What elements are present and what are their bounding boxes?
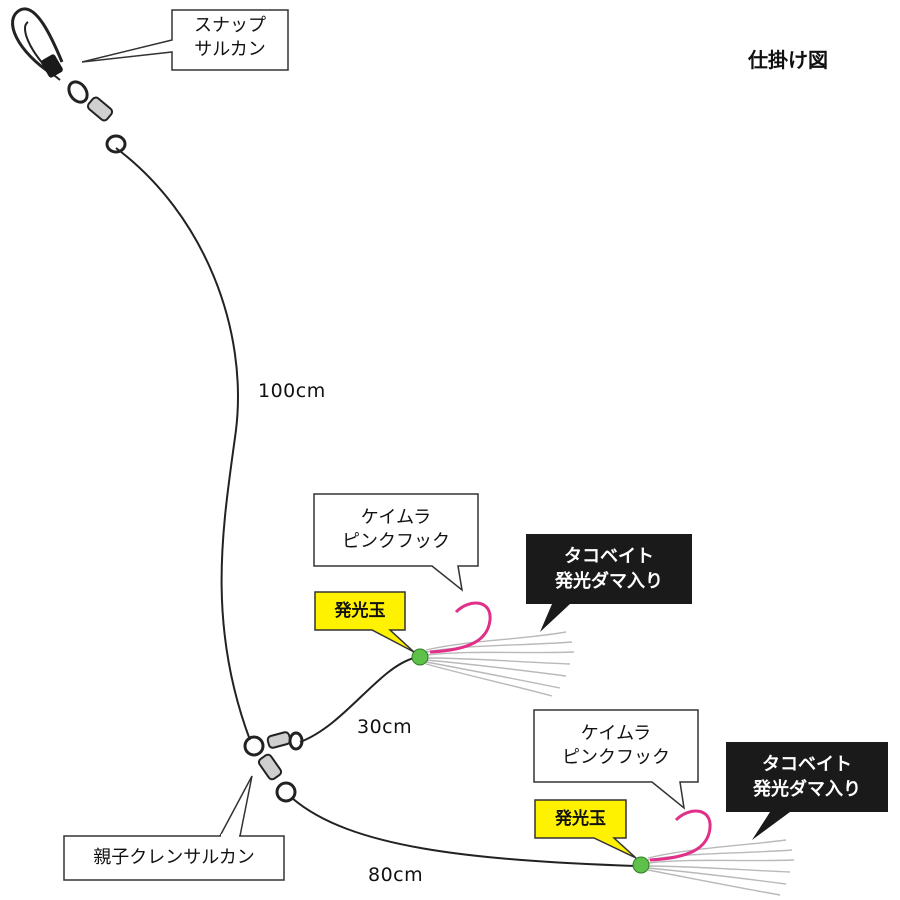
label-hook-lower: ケイムラ ピンクフック xyxy=(538,722,694,770)
label-snap-swivel-line2: サルカン xyxy=(194,39,266,60)
label-snap-swivel: スナップ サルカン xyxy=(176,14,284,62)
length-lower-branch: 80cm xyxy=(368,864,424,886)
callout-snap-swivel-box xyxy=(81,9,289,71)
lower-branch-line xyxy=(291,797,636,867)
label-bait-lower: タコベイト 発光ダマ入り xyxy=(728,752,886,802)
label-bait-upper-line1: タコベイト xyxy=(564,546,654,567)
callout-bait-upper-box xyxy=(526,534,692,632)
label-bait-upper-line2: 発光ダマ入り xyxy=(555,571,663,592)
main-line xyxy=(115,147,251,741)
callout-glow-upper-box xyxy=(314,591,415,653)
label-three-way-swivel: 親子クレンサルカン xyxy=(93,847,255,868)
lower-lure xyxy=(632,809,795,896)
upper-branch-line xyxy=(299,657,415,743)
label-hook-upper-line2: ピンクフック xyxy=(342,531,450,552)
callout-hook-lower-box xyxy=(533,709,699,810)
diagram-title: 仕掛け図 xyxy=(748,48,828,72)
three-way-swivel xyxy=(243,731,304,803)
length-upper-branch: 30cm xyxy=(357,716,413,738)
callout-bait-lower-box xyxy=(726,742,888,840)
label-hook-upper-line1: ケイムラ xyxy=(360,507,432,528)
label-hook-upper: ケイムラ ピンクフック xyxy=(318,506,474,554)
label-hook-lower-line1: ケイムラ xyxy=(580,723,652,744)
callout-glow-lower-box xyxy=(534,799,637,859)
snap-swivel xyxy=(11,7,127,154)
label-glow-lower: 発光玉 xyxy=(555,809,606,829)
label-bait-lower-line1: タコベイト xyxy=(762,754,852,775)
upper-lure xyxy=(411,601,575,697)
label-bait-upper: タコベイト 発光ダマ入り xyxy=(528,544,690,594)
callout-hook-upper-box xyxy=(313,493,479,592)
callout-three-way-swivel-box xyxy=(63,775,285,881)
label-snap-swivel-line1: スナップ xyxy=(194,15,266,36)
length-main-line: 100cm xyxy=(258,380,326,402)
label-hook-lower-line2: ピンクフック xyxy=(562,747,670,768)
label-glow-upper: 発光玉 xyxy=(334,601,386,621)
label-bait-lower-line2: 発光ダマ入り xyxy=(753,779,861,800)
